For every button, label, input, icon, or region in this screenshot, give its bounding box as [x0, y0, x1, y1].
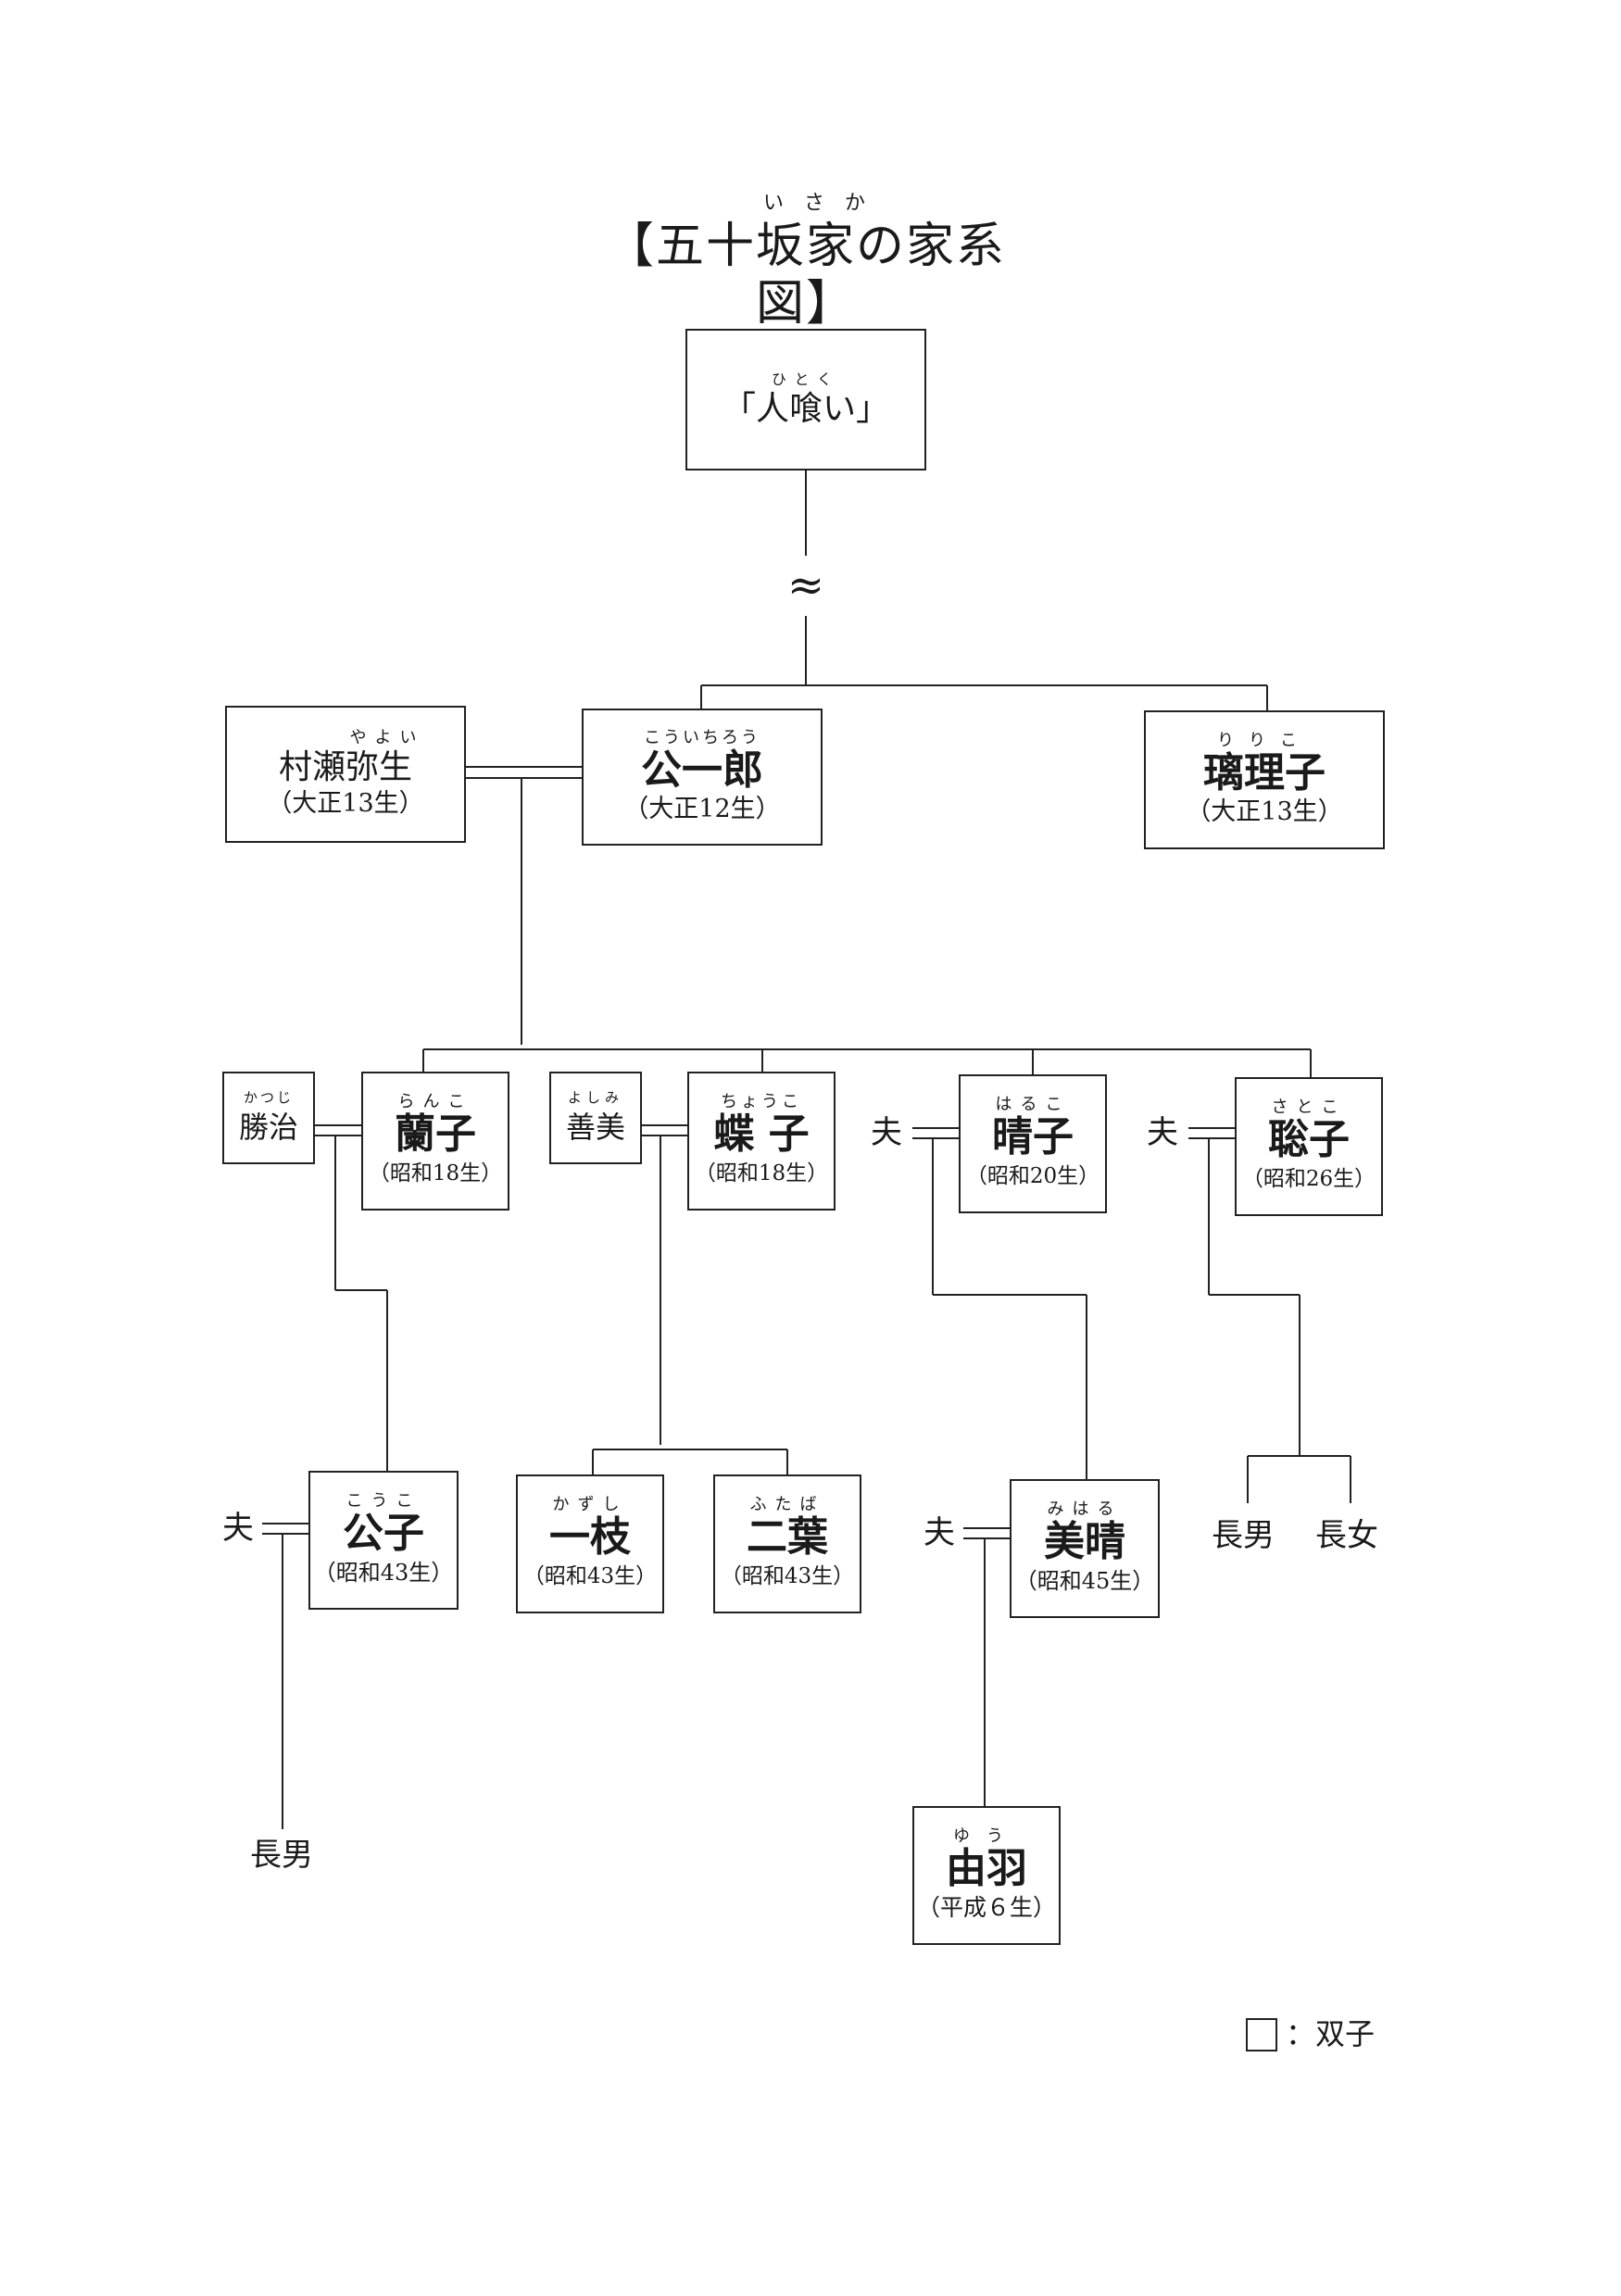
futaba-name: 二葉 [747, 1513, 828, 1561]
riko-name: 璃理子 [1203, 749, 1326, 797]
person-katsuji: かつじ 勝治 [222, 1072, 315, 1164]
yayoi-birth: （大正13生） [267, 789, 424, 818]
generation-gap-mark: ≈ [785, 556, 826, 615]
title-ruby: いさか [762, 192, 886, 215]
person-ranko: らんこ 蘭子 （昭和18生） [361, 1072, 509, 1211]
satoko-birth: （昭和26生） [1241, 1167, 1376, 1191]
person-miharu: みはる 美晴 （昭和45生） [1010, 1479, 1160, 1618]
person-kazushi: かずし 一枝 （昭和43生） [516, 1474, 664, 1613]
yu-ruby: ゆう [953, 1826, 1020, 1846]
ancestor-ruby: ひとく [771, 370, 841, 388]
legend-twin-box-icon [1246, 2018, 1277, 2051]
koko-ruby: こうこ [346, 1491, 421, 1511]
miharu-birth: （昭和45生） [1014, 1568, 1155, 1594]
yayoi-ruby: やよい [349, 728, 425, 747]
diagram-title: いさか 【五十坂家の家系図】 [593, 190, 1019, 332]
person-yu: ゆう 由羽 （平成６生） [912, 1806, 1061, 1945]
koko-name: 公子 [343, 1510, 424, 1557]
katsuji-name: 勝治 [238, 1110, 298, 1145]
person-futaba: ふたば 二葉 （昭和43生） [713, 1474, 861, 1613]
futaba-ruby: ふたば [749, 1495, 825, 1514]
title-text: 【五十坂家の家系図】 [605, 219, 1006, 332]
satoko-husband-label: 夫 [1147, 1114, 1178, 1151]
katsuji-ruby: かつじ [243, 1089, 294, 1106]
person-choko: ちょうこ 蝶 子 （昭和18生） [687, 1072, 836, 1211]
person-haruko: はるこ 晴子 （昭和20生） [959, 1074, 1107, 1213]
miharu-husband-label: 夫 [924, 1514, 955, 1551]
haruko-name: 晴子 [992, 1113, 1074, 1161]
ranko-ruby: らんこ [397, 1092, 473, 1111]
miharu-ruby: みはる [1047, 1499, 1123, 1519]
ancestor-box: ひとく 「人喰い」 [685, 329, 926, 470]
yu-birth: （平成６生） [916, 1894, 1056, 1921]
koichiro-name: 公一郎 [641, 747, 763, 794]
haruko-husband-label: 夫 [871, 1114, 902, 1151]
person-koichiro: こういちろう 公一郎 （大正12生） [582, 709, 823, 846]
riko-birth: （大正13生） [1186, 797, 1343, 826]
koko-husband-label: 夫 [222, 1510, 254, 1547]
satoko-daughter-label: 長女 [1315, 1517, 1378, 1554]
person-yoshimi: よしみ 善美 [549, 1072, 642, 1164]
futaba-birth: （昭和43生） [720, 1564, 855, 1588]
koko-son-label: 長男 [250, 1837, 313, 1874]
choko-birth: （昭和18生） [694, 1161, 829, 1186]
legend-text: ：双子 [1286, 2016, 1376, 2051]
haruko-ruby: はるこ [995, 1095, 1071, 1114]
yoshimi-name: 善美 [565, 1110, 625, 1145]
koichiro-ruby: こういちろう [644, 728, 760, 747]
koichiro-birth: （大正12生） [623, 795, 781, 823]
kazushi-name: 一枝 [549, 1513, 631, 1561]
yoshimi-ruby: よしみ [567, 1089, 623, 1106]
haruko-birth: （昭和20生） [965, 1164, 1100, 1188]
satoko-name: 聡子 [1268, 1116, 1350, 1163]
koko-birth: （昭和43生） [313, 1560, 454, 1586]
choko-ruby: ちょうこ [721, 1092, 802, 1111]
person-satoko: さとこ 聡子 （昭和26生） [1235, 1077, 1383, 1216]
kazushi-birth: （昭和43生） [522, 1564, 658, 1588]
choko-name: 蝶 子 [713, 1110, 810, 1158]
satoko-ruby: さとこ [1271, 1098, 1347, 1117]
person-riko: りりこ 璃理子 （大正13生） [1144, 710, 1385, 849]
person-yayoi: やよい 村瀬弥生 （大正13生） [225, 706, 466, 843]
yu-name: 由羽 [946, 1845, 1027, 1892]
ranko-birth: （昭和18生） [368, 1161, 503, 1186]
person-koko: こうこ 公子 （昭和43生） [308, 1471, 459, 1610]
riko-ruby: りりこ [1217, 731, 1312, 750]
kazushi-ruby: かずし [552, 1495, 628, 1514]
ancestor-name: 「人喰い」 [722, 389, 889, 428]
miharu-name: 美晴 [1044, 1518, 1125, 1565]
yayoi-name: 村瀬弥生 [278, 748, 412, 786]
satoko-son-label: 長男 [1212, 1517, 1275, 1554]
ranko-name: 蘭子 [395, 1110, 476, 1158]
